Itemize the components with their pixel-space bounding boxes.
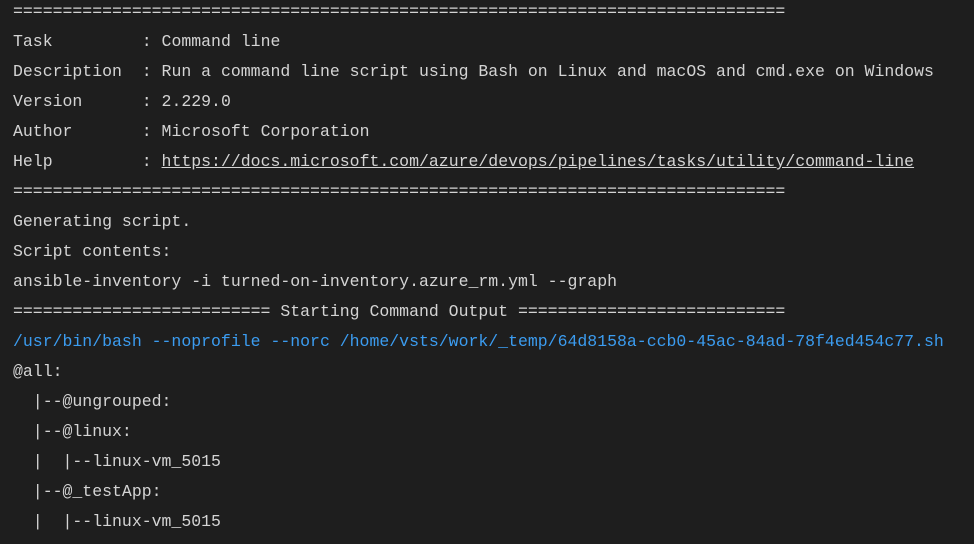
help-link[interactable]: https://docs.microsoft.com/azure/devops/… <box>161 152 915 171</box>
command-line: /usr/bin/bash --noprofile --norc /home/v… <box>13 332 944 351</box>
info-help: Help : https://docs.microsoft.com/azure/… <box>13 152 915 171</box>
separator-line: ========================================… <box>13 2 786 21</box>
separator-line: ========================================… <box>13 182 786 201</box>
info-version: Version : 2.229.0 <box>13 92 231 111</box>
script-contents-label: Script contents: <box>13 242 172 261</box>
info-task: Task : Command line <box>13 32 281 51</box>
generating-text: Generating script. <box>13 212 192 231</box>
start-output-banner: ========================== Starting Comm… <box>13 302 786 321</box>
script-text: ansible-inventory -i turned-on-inventory… <box>13 272 617 291</box>
output-line: @all: <box>13 362 63 381</box>
output-line: |--@linux: <box>13 422 132 441</box>
output-line: | |--linux-vm_5015 <box>13 452 221 471</box>
output-line: | |--linux-vm_5015 <box>13 512 221 531</box>
output-line: |--@ungrouped: <box>13 392 172 411</box>
info-author: Author : Microsoft Corporation <box>13 122 370 141</box>
info-description: Description : Run a command line script … <box>13 62 934 81</box>
output-line: |--@_testApp: <box>13 482 162 501</box>
